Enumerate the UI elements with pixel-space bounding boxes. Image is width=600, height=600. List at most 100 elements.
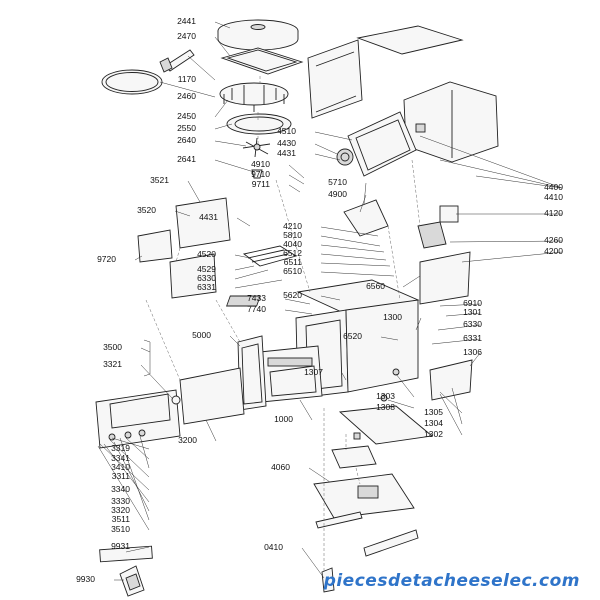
part-number-9711: 9711	[252, 179, 271, 189]
part-number-1302: 1302	[424, 429, 443, 439]
base-rail-rear	[315, 511, 363, 529]
part-number-4060: 4060	[271, 462, 290, 472]
part-number-7433: 7433	[247, 293, 266, 303]
part-number-3520: 3520	[137, 205, 156, 215]
control-bracket	[419, 251, 471, 305]
bottom-tray-right	[429, 359, 473, 401]
brush-handle	[159, 49, 195, 73]
part-number-6512: 6512	[283, 248, 302, 258]
part-number-9930: 9930	[76, 574, 95, 584]
part-number-4430: 4430	[277, 138, 296, 148]
part-number-3320: 3320	[111, 505, 130, 515]
left-cover-panel	[169, 253, 217, 299]
part-number-2640: 2640	[177, 135, 196, 145]
part-number-4410: 4410	[544, 192, 563, 202]
part-number-4040: 4040	[283, 239, 302, 249]
part-number-6330: 6330	[197, 273, 216, 283]
part-number-3521: 3521	[150, 175, 169, 185]
part-number-6910: 6910	[463, 298, 482, 308]
part-number-1170: 1170	[178, 74, 197, 84]
base-cover	[338, 405, 434, 445]
part-number-3311: 3311	[112, 471, 131, 481]
part-number-4900: 4900	[328, 189, 347, 199]
turntable-plate	[226, 113, 292, 135]
part-number-3330: 3330	[111, 496, 130, 506]
part-number-6331: 6331	[197, 282, 216, 292]
part-number-4400: 4400	[544, 182, 563, 192]
part-number-4431: 4431	[277, 148, 296, 158]
part-number-4529: 4529	[197, 264, 216, 274]
part-number-3321: 3321	[103, 359, 122, 369]
control-fascia	[179, 367, 245, 425]
part-number-1304: 1304	[424, 418, 443, 428]
part-number-4200: 4200	[544, 246, 563, 256]
part-number-4210: 4210	[283, 221, 302, 231]
part-number-0410: 0410	[264, 542, 283, 552]
part-number-labels: 2441 2470 1170 2460 2450 2550 2640 2641 4510 4430…	[76, 16, 563, 584]
part-number-2450: 2450	[177, 111, 196, 121]
part-number-3510: 3510	[111, 524, 130, 534]
part-number-6560: 6560	[366, 281, 385, 291]
part-number-3319: 3319	[111, 443, 130, 453]
transformer	[417, 221, 447, 249]
part-number-4520: 4520	[197, 249, 216, 259]
part-number-3500: 3500	[103, 342, 122, 352]
part-number-4260: 4260	[544, 235, 563, 245]
high-rack	[219, 82, 289, 112]
top-cover-panel	[356, 25, 464, 55]
part-number-7740: 7740	[247, 304, 266, 314]
part-number-4910: 4910	[251, 159, 270, 169]
foot-rail	[321, 567, 335, 593]
part-number-9931: 9931	[111, 541, 130, 551]
part-number-6520: 6520	[343, 331, 362, 341]
door-frame	[347, 111, 417, 177]
control-pcb	[137, 229, 173, 263]
part-number-3341: 3341	[111, 453, 130, 463]
part-number-2641: 2641	[177, 154, 196, 164]
part-number-1306: 1306	[463, 347, 482, 357]
label-plate	[99, 545, 153, 563]
left-side-panel	[307, 39, 363, 119]
part-number-2550: 2550	[177, 123, 196, 133]
part-number-6511: 6511	[284, 257, 303, 267]
bottom-plate	[331, 445, 377, 469]
part-number-3410: 3410	[111, 462, 130, 472]
part-number-1308: 1308	[376, 402, 395, 412]
part-number-1301: 1301	[463, 307, 482, 317]
coupler	[251, 169, 263, 179]
part-number-5620: 5620	[283, 290, 302, 300]
part-number-6330: 6330	[463, 319, 482, 329]
side-grill-panel	[175, 197, 231, 249]
glass-plate	[101, 69, 163, 95]
part-number-1307: 1307	[304, 367, 323, 377]
part-number-2441: 2441	[177, 16, 196, 26]
roller-support	[242, 137, 271, 158]
part-number-1300: 1300	[383, 312, 402, 322]
part-number-4431: 4431	[199, 212, 218, 222]
part-number-1305: 1305	[424, 407, 443, 417]
drip-tray-lid	[217, 19, 299, 51]
part-number-6510: 6510	[283, 266, 302, 276]
part-number-4510: 4510	[277, 126, 296, 136]
waveguide-cover	[343, 199, 389, 237]
heating-element	[242, 245, 298, 267]
part-number-9720: 9720	[97, 254, 116, 264]
part-number-3200: 3200	[178, 435, 197, 445]
part-number-2460: 2460	[177, 91, 196, 101]
motor	[336, 148, 354, 166]
watermark-text: piecesdetacheeselec.com	[323, 571, 580, 591]
part-number-9710: 9710	[251, 169, 270, 179]
part-number-3511: 3511	[112, 514, 131, 524]
rear-panel	[403, 81, 499, 163]
display-frame	[95, 389, 181, 449]
part-number-5710: 5710	[328, 177, 347, 187]
cavity-right-wall	[345, 299, 419, 393]
part-number-5000: 5000	[192, 330, 211, 340]
base-rail-front	[363, 529, 419, 557]
part-number-4120: 4120	[544, 208, 563, 218]
part-number-2470: 2470	[177, 31, 196, 41]
part-number-6331: 6331	[463, 333, 482, 343]
part-number-1000: 1000	[274, 414, 293, 424]
part-number-5810: 5810	[283, 230, 302, 240]
